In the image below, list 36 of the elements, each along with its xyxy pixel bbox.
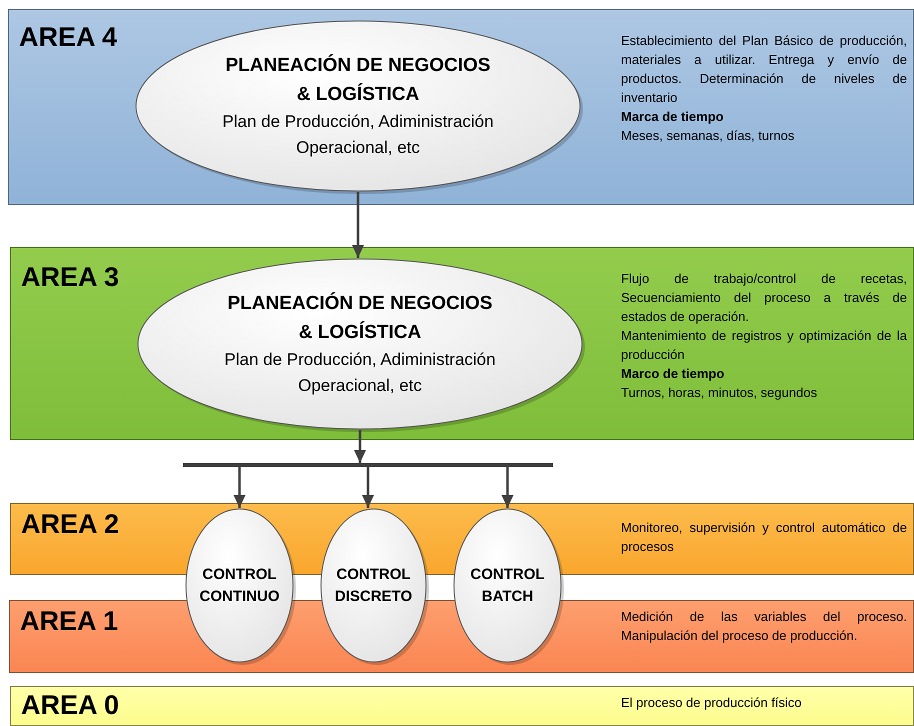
- description-text: El proceso de producción físico: [621, 694, 803, 712]
- ellipse-title: CONTROL DISCRETO: [334, 564, 414, 606]
- ellipse-title: PLANEACIÓN DE NEGOCIOS & LOGÍSTICA: [224, 53, 492, 107]
- timeframe-heading: Marco de tiempo: [621, 365, 726, 383]
- area-band: [8, 9, 914, 205]
- ellipse-node: [135, 20, 581, 192]
- description-text: Establecimiento del Plan Básico de producción, materiales a utilizar. Entrega y envío de productos. Determinación de niveles de inventario: [621, 32, 907, 107]
- description-text: Flujo de trabajo/control de recetas, Secuenciamiento del proceso a través de estados de operación.: [621, 270, 907, 326]
- ellipse-node: [453, 508, 562, 663]
- ellipse-node: [185, 508, 294, 663]
- description-text: Monitoreo, supervisión y control automático de procesos: [621, 519, 907, 556]
- ellipse-title: CONTROL CONTINUO: [198, 564, 280, 606]
- ellipse-node: [320, 508, 427, 663]
- area-label: AREA 3: [21, 261, 120, 293]
- description-text: Medición de las variables del proceso. Manipulación del proceso de producción.: [621, 608, 907, 645]
- description-text: Meses, semanas, días, turnos: [621, 127, 796, 145]
- area-label: AREA 1: [20, 605, 118, 637]
- arrow: [352, 192, 364, 258]
- arrow: [234, 467, 246, 508]
- description-text: Turnos, horas, minutos, segundos: [621, 384, 818, 402]
- distribution-bar: [183, 463, 553, 467]
- arrow: [362, 467, 374, 508]
- ellipse-node: [137, 258, 583, 430]
- ellipse-subtitle: Plan de Producción, Adiministración Operacional, etc: [223, 349, 497, 397]
- arrow: [354, 430, 366, 463]
- timeframe-heading: Marca de tiempo: [621, 108, 725, 126]
- area-band: [10, 686, 914, 726]
- description-text: Mantenimiento de registros y optimización de la producción: [621, 327, 907, 364]
- arrow: [502, 467, 514, 508]
- ellipse-title: PLANEACIÓN DE NEGOCIOS & LOGÍSTICA: [226, 291, 494, 345]
- area-label: AREA 0: [21, 689, 120, 721]
- ellipse-title: CONTROL BATCH: [469, 564, 546, 606]
- area-label: AREA 4: [19, 21, 118, 53]
- ellipse-subtitle: Plan de Producción, Adiministración Operacional, etc: [221, 111, 495, 159]
- area-band: [10, 247, 914, 440]
- area-label: AREA 2: [21, 508, 120, 540]
